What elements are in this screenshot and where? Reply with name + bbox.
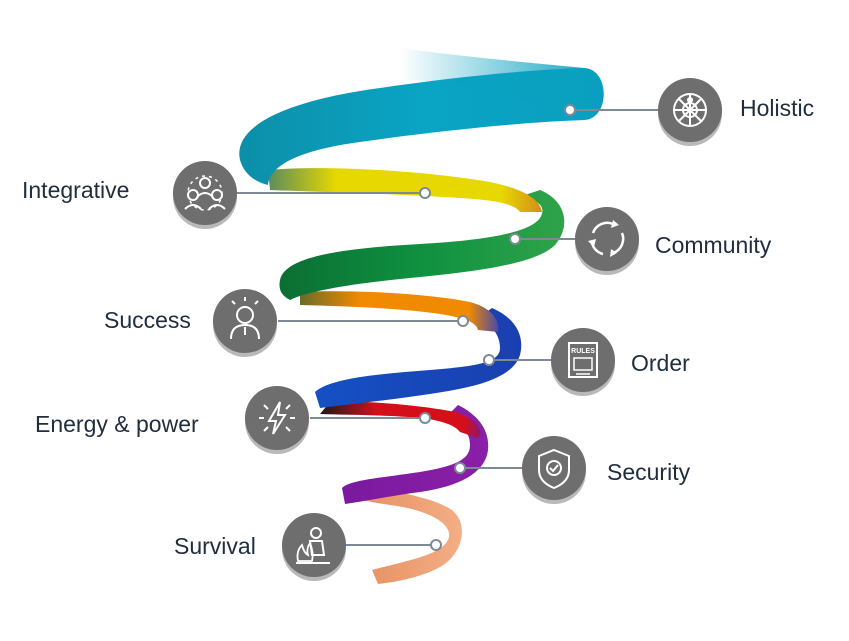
- lightning-icon: [245, 386, 309, 454]
- marker-survival: [430, 539, 442, 551]
- band-holistic: [239, 68, 604, 185]
- band-order: [315, 308, 522, 408]
- marker-community: [509, 233, 521, 245]
- label-success: Success: [104, 307, 191, 333]
- band-survival: [355, 484, 462, 584]
- band-holistic-tail: [400, 48, 585, 120]
- rules-book-icon: RULES: [551, 328, 615, 396]
- band-integrative: [268, 168, 542, 212]
- label-security: Security: [607, 459, 691, 485]
- band-success: [300, 291, 499, 332]
- label-integrative: Integrative: [22, 177, 130, 203]
- band-security: [342, 405, 489, 504]
- label-community: Community: [655, 232, 772, 258]
- svg-text:RULES: RULES: [571, 348, 595, 355]
- cycle-arrows-icon: [575, 207, 639, 275]
- marker-integrative: [419, 187, 431, 199]
- shield-check-icon: [522, 436, 586, 504]
- label-order: Order: [631, 350, 690, 376]
- wheel-icon: [658, 78, 722, 146]
- fire-figure-icon: [282, 513, 346, 581]
- label-energy: Energy & power: [35, 411, 199, 437]
- band-community: [279, 190, 565, 300]
- label-holistic: Holistic: [740, 95, 815, 121]
- marker-energy: [419, 412, 431, 424]
- achiever-person-icon: [213, 289, 277, 357]
- band-energy: [320, 401, 481, 438]
- marker-order: [483, 354, 495, 366]
- people-network-icon: [173, 161, 237, 229]
- marker-holistic: [564, 104, 576, 116]
- label-survival: Survival: [174, 533, 256, 559]
- marker-success: [457, 315, 469, 327]
- marker-security: [454, 462, 466, 474]
